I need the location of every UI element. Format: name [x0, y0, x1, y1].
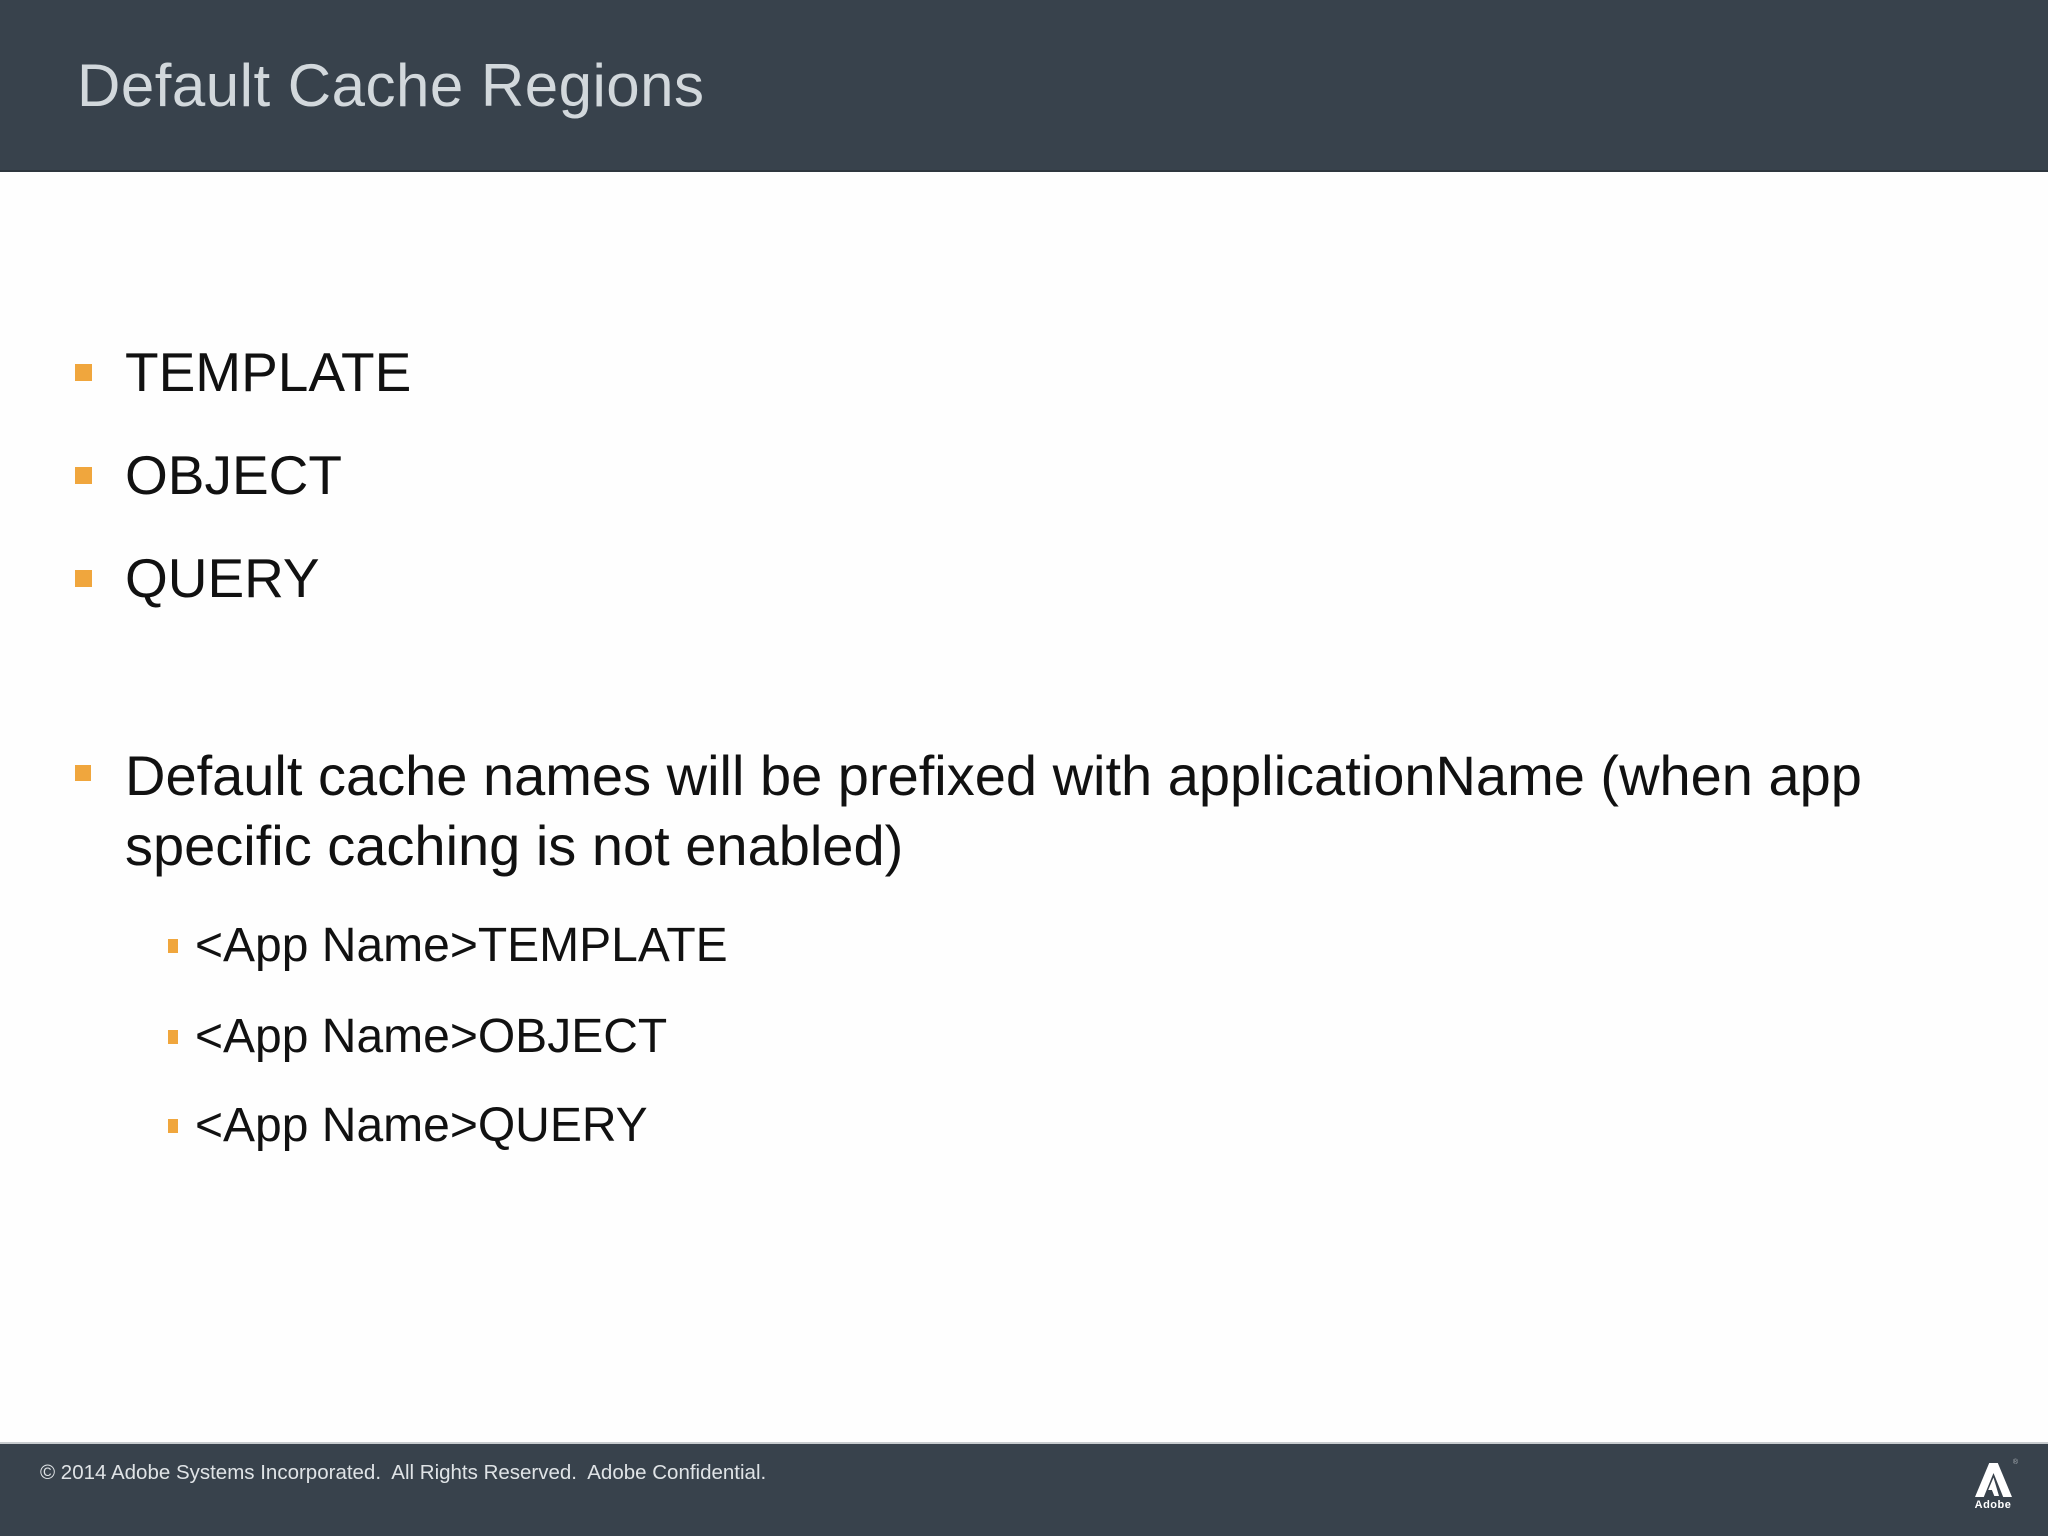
slide-title: Default Cache Regions	[77, 51, 705, 119]
bullet-square-icon	[168, 1119, 178, 1133]
sub-bullet-label: <App Name>QUERY	[195, 1099, 648, 1152]
copyright-text: © 2014 Adobe Systems Incorporated. All R…	[40, 1461, 767, 1484]
note-text: Default cache names will be prefixed wit…	[125, 741, 1862, 881]
bullet-label: OBJECT	[125, 444, 342, 506]
bullet-square-icon	[168, 939, 178, 953]
sub-bullet-item-appname-object: <App Name>OBJECT	[168, 1008, 667, 1066]
adobe-logo: ® Adobe	[1971, 1459, 2018, 1511]
slide-footer: © 2014 Adobe Systems Incorporated. All R…	[0, 1442, 2048, 1536]
bullet-square-icon	[75, 569, 92, 587]
bullet-item-template: TEMPLATE	[75, 340, 411, 404]
adobe-wordmark: Adobe	[1974, 1499, 2012, 1511]
note-line-2: specific caching is not enabled)	[125, 814, 904, 877]
bullet-square-icon	[75, 466, 92, 484]
bullet-square-icon	[168, 1030, 178, 1044]
sub-bullet-item-appname-query: <App Name>QUERY	[168, 1097, 648, 1155]
note-line-1: Default cache names will be prefixed wit…	[125, 744, 1862, 807]
bullet-item-default-cache-note: Default cache names will be prefixed wit…	[75, 741, 1862, 881]
bullet-item-query: QUERY	[75, 546, 320, 610]
sub-bullet-label: <App Name>OBJECT	[195, 1010, 668, 1063]
bullet-item-object: OBJECT	[75, 443, 342, 507]
slide-header: Default Cache Regions	[0, 0, 2048, 172]
registered-trademark-icon: ®	[2012, 1459, 2018, 1466]
slide-body: TEMPLATE OBJECT QUERY Default cache name…	[0, 172, 2048, 1442]
bullet-label: TEMPLATE	[125, 341, 412, 403]
sub-bullet-label: <App Name>TEMPLATE	[195, 919, 728, 972]
bullet-square-icon	[75, 363, 92, 381]
adobe-a-icon	[1974, 1463, 2012, 1497]
bullet-label: QUERY	[125, 547, 320, 609]
bullet-square-icon	[75, 765, 91, 781]
sub-bullet-item-appname-template: <App Name>TEMPLATE	[168, 917, 728, 975]
